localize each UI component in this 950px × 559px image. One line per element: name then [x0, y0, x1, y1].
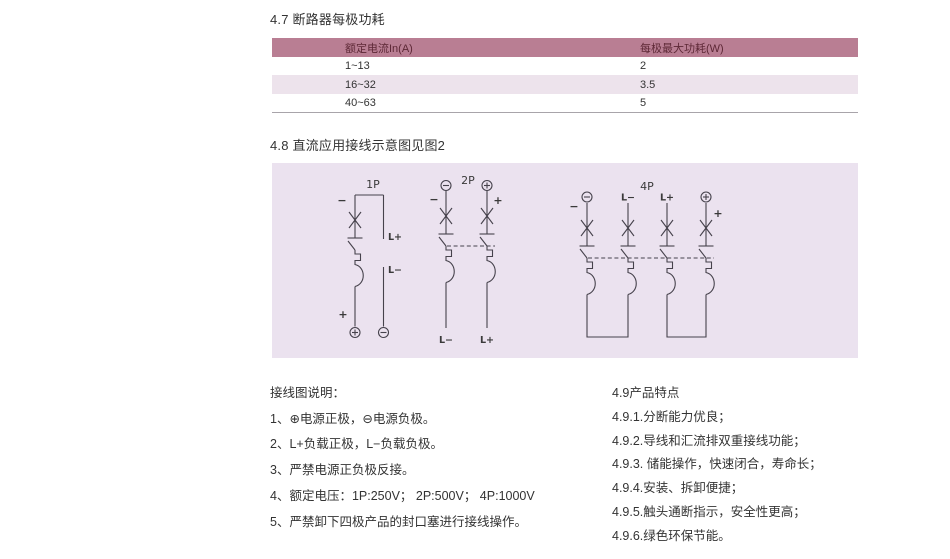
feature-item: 4.9.2.导线和汇流排双重接线功能； — [612, 433, 806, 448]
diagram-4p-title: 4P — [640, 180, 654, 193]
table-cell-power: 2 — [640, 60, 647, 73]
table-cell-power: 5 — [640, 96, 647, 109]
table-cell-current: 40~63 — [345, 96, 376, 109]
wiring-diagram-figure: 1P − + L+ L− 2P − + — [272, 163, 858, 358]
note-item: 4、额定电压：1P:250V； 2P:500V； 4P:1000V — [270, 488, 535, 503]
load-minus-label: L− — [621, 193, 635, 204]
diagram-4p: 4P L− L+ − + — [569, 180, 723, 338]
table-header-row: 额定电流In(A) 每极最大功耗(W) — [272, 38, 858, 57]
product-features: 4.9产品特点 4.9.1.分断能力优良； 4.9.2.导线和汇流排双重接线功能… — [612, 382, 942, 549]
table-row: 16~32 3.5 — [272, 75, 858, 94]
feature-item: 4.9.1.分断能力优良； — [612, 409, 731, 424]
load-plus-label: L+ — [388, 232, 402, 243]
table-cell-current: 16~32 — [345, 78, 376, 91]
note-item: 2、L+负载正极，L−负载负极。 — [270, 437, 443, 452]
product-features-title: 4.9产品特点 — [612, 386, 680, 400]
table-row: 40~63 5 — [272, 94, 858, 112]
feature-item: 4.9.4.安装、拆卸便捷； — [612, 481, 744, 496]
table-cell-power: 3.5 — [640, 78, 656, 91]
wiring-notes: 接线图说明： 1、⊕电源正极，⊖电源负极。 2、L+负载正极，L−负载负极。 3… — [270, 381, 605, 535]
section-4-8-title: 4.8 直流应用接线示意图见图2 — [270, 138, 446, 153]
load-minus-label: L− — [388, 265, 402, 276]
load-plus-label: L+ — [660, 193, 674, 204]
wiring-diagram-svg: 1P − + L+ L− 2P − + — [337, 174, 723, 346]
plus-sign-label: + — [493, 194, 502, 207]
diagram-2p-title: 2P — [461, 174, 475, 187]
feature-item: 4.9.6.绿色环保节能。 — [612, 528, 731, 543]
note-item: 5、严禁卸下四极产品的封口塞进行接线操作。 — [270, 514, 527, 529]
diagram-1p: 1P − + L+ L− — [337, 178, 402, 339]
plus-sign-label: + — [713, 207, 722, 220]
note-item: 1、⊕电源正极，⊖电源负极。 — [270, 411, 436, 426]
minus-sign-label: − — [337, 194, 346, 207]
table-header-cell-power: 每极最大功耗(W) — [640, 42, 724, 55]
minus-sign-label: − — [569, 200, 578, 213]
feature-item: 4.9.3. 储能操作，快速闭合，寿命长； — [612, 457, 822, 472]
table-header-cell-current: 额定电流In(A) — [345, 42, 413, 55]
table-cell-current: 1~13 — [345, 60, 370, 73]
load-plus-label: L+ — [480, 335, 494, 346]
diagram-1p-title: 1P — [366, 178, 380, 191]
note-item: 3、严禁电源正负极反接。 — [270, 463, 415, 478]
load-minus-label: L− — [439, 335, 453, 346]
minus-sign-label: − — [429, 193, 438, 206]
wiring-notes-title: 接线图说明： — [270, 386, 346, 400]
diagram-2p: 2P − + L− L+ — [429, 174, 502, 346]
power-consumption-table: 额定电流In(A) 每极最大功耗(W) 1~13 2 16~32 3.5 40~… — [272, 38, 858, 114]
feature-item: 4.9.5.触头通断指示，安全性更高； — [612, 504, 806, 519]
table-row: 1~13 2 — [272, 57, 858, 75]
plus-sign-label: + — [338, 308, 347, 321]
section-4-7-title: 4.7 断路器每极功耗 — [270, 12, 385, 27]
